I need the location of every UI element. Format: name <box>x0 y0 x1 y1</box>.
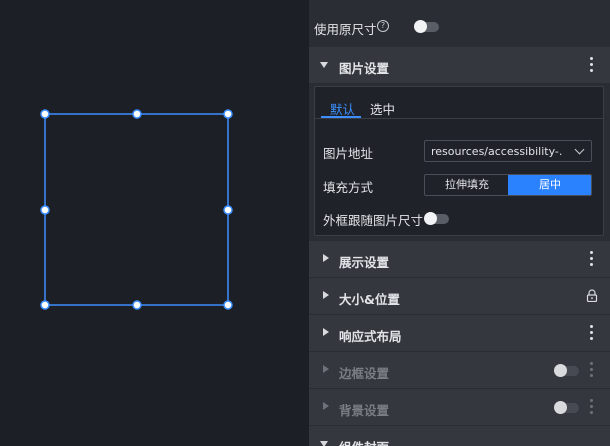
fill-mode-segmented-control: 拉伸填充 居中 <box>424 174 592 196</box>
resize-handle-top-left[interactable] <box>40 109 50 119</box>
section-title: 组件封面 <box>339 437 389 446</box>
properties-panel: 使用原尺寸 ? 图片设置 默认 选中 图片地址 resources/access… <box>309 0 610 446</box>
selected-image-bounds[interactable] <box>44 113 229 306</box>
kebab-menu-icon[interactable] <box>590 251 594 267</box>
image-url-label: 图片地址 <box>323 146 374 161</box>
chevron-right-icon <box>323 365 329 373</box>
resize-handle-bottom-right[interactable] <box>223 300 233 310</box>
lock-icon[interactable] <box>586 289 598 302</box>
chevron-down-icon <box>574 144 585 155</box>
help-icon[interactable]: ? <box>377 20 389 32</box>
kebab-menu-icon[interactable] <box>590 325 594 341</box>
section-responsive-layout[interactable]: 响应式布局 <box>309 314 610 351</box>
section-title: 响应式布局 <box>339 329 402 344</box>
chevron-right-icon <box>323 254 329 262</box>
section-title: 展示设置 <box>339 255 390 270</box>
selection-frame[interactable] <box>0 0 309 446</box>
chevron-right-icon <box>323 328 329 336</box>
design-canvas[interactable] <box>0 0 309 446</box>
section-size-position[interactable]: 大小&位置 <box>309 277 610 314</box>
toggle-knob <box>554 364 567 377</box>
section-background-settings[interactable]: 背景设置 <box>309 388 610 425</box>
use-original-size-toggle[interactable] <box>414 20 439 33</box>
resize-handle-top-right[interactable] <box>223 109 233 119</box>
kebab-menu-icon[interactable] <box>590 399 594 415</box>
section-image-settings[interactable]: 图片设置 <box>309 46 610 83</box>
frame-follow-label: 外框跟随图片尺寸 <box>323 213 424 228</box>
chevron-down-icon <box>320 62 328 68</box>
tab-selected[interactable]: 选中 <box>370 102 396 117</box>
active-tab-indicator <box>321 116 361 118</box>
tab-divider <box>315 118 603 119</box>
background-settings-toggle[interactable] <box>554 401 579 414</box>
resize-handle-bottom[interactable] <box>132 300 142 310</box>
section-title: 边框设置 <box>339 366 390 381</box>
toggle-knob <box>414 20 427 33</box>
use-original-size-label: 使用原尺寸 <box>314 22 377 37</box>
frame-follow-toggle[interactable] <box>424 212 449 225</box>
image-state-tabs: 默认 选中 <box>315 87 603 119</box>
chevron-down-icon <box>320 441 328 446</box>
chevron-right-icon <box>323 402 329 410</box>
kebab-menu-icon[interactable] <box>590 57 594 73</box>
resize-handle-left[interactable] <box>40 205 50 215</box>
resize-handle-top[interactable] <box>132 109 142 119</box>
fill-mode-stretch[interactable]: 拉伸填充 <box>445 178 489 191</box>
toggle-knob <box>554 401 567 414</box>
kebab-menu-icon[interactable] <box>590 362 594 378</box>
section-title: 大小&位置 <box>339 292 400 307</box>
image-url-select[interactable]: resources/accessibility-... <box>424 140 592 162</box>
resize-handle-right[interactable] <box>223 205 233 215</box>
section-component-cover[interactable]: 组件封面 <box>309 425 610 446</box>
section-border-settings[interactable]: 边框设置 <box>309 351 610 388</box>
section-title: 图片设置 <box>339 61 390 76</box>
border-settings-toggle[interactable] <box>554 364 579 377</box>
toggle-knob <box>424 212 437 225</box>
fill-mode-center[interactable]: 居中 <box>508 175 591 195</box>
fill-mode-label: 填充方式 <box>323 180 374 195</box>
image-url-value: resources/accessibility-... <box>431 145 563 158</box>
use-original-size-row: 使用原尺寸 ? <box>309 0 610 46</box>
resize-handle-bottom-left[interactable] <box>40 300 50 310</box>
chevron-right-icon <box>323 291 329 299</box>
tab-default[interactable]: 默认 <box>330 102 356 117</box>
section-title: 背景设置 <box>339 403 390 418</box>
image-settings-body: 默认 选中 图片地址 resources/accessibility-... 填… <box>314 86 604 236</box>
section-display-settings[interactable]: 展示设置 <box>309 240 610 277</box>
